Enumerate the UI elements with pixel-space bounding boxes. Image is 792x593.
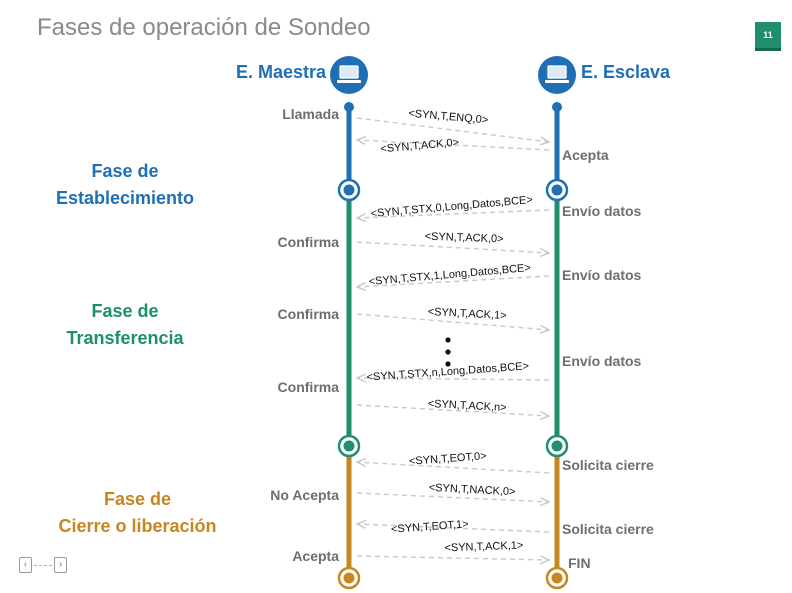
phase-title-line2: Cierre o liberación: [58, 516, 217, 536]
phase-title-line1: Fase de: [91, 161, 159, 181]
phase-node: [337, 178, 361, 202]
phase-node: [545, 434, 569, 458]
computer-icon: [330, 56, 368, 94]
phase-title-line1: Fase de: [103, 489, 172, 509]
slave-event-label: Envío datos: [562, 267, 642, 283]
slave-event-label: Envío datos: [562, 353, 642, 369]
start-node: [344, 102, 354, 112]
phase-title-line2: Transferencia: [66, 328, 184, 348]
message-label: <SYN,T,ACK,0>: [380, 137, 460, 156]
slave-station: E. Esclava: [538, 56, 671, 94]
master-event-label: Llamada: [282, 106, 339, 122]
master-station-label: E. Maestra: [236, 62, 327, 82]
previous-slide-button[interactable]: ‹: [19, 557, 32, 573]
master-event-label: Confirma: [278, 234, 340, 250]
message-label: <SYN,T,EOT,1>: [391, 518, 469, 535]
message-label: <SYN,T,ACK,0>: [424, 231, 503, 246]
master-event-label: No Acepta: [270, 487, 339, 503]
slave-station-label: E. Esclava: [581, 62, 671, 82]
slave-event-label: Acepta: [562, 147, 609, 163]
message-arrow: [356, 556, 549, 560]
phase-node: [545, 566, 569, 590]
phase-title-line1: Fase de: [91, 301, 159, 321]
start-node: [552, 102, 562, 112]
message-label: <SYN,T,STX,1,Long,Datos,BCE>: [368, 262, 531, 288]
phase-title-line2: Establecimiento: [55, 188, 195, 208]
continuation-dots: [445, 337, 451, 367]
phase-label-establishment: Fase de Establecimiento: [20, 158, 230, 212]
page-number-badge: 11: [755, 22, 781, 51]
phase-node: [337, 566, 361, 590]
slide-title: Fases de operación de Sondeo: [37, 14, 371, 41]
phase-node: [545, 178, 569, 202]
slave-event-label: FIN: [568, 555, 591, 571]
message-label: <SYN,T,ENQ,0>: [408, 108, 489, 127]
master-event-label: Confirma: [278, 379, 340, 395]
message-label: <SYN,T,NACK,0>: [428, 482, 515, 499]
nav-divider: [34, 564, 52, 566]
slave-event-label: Solicita cierre: [562, 521, 654, 537]
master-event-label: Confirma: [278, 306, 340, 322]
message-label: <SYN,T,ACK,n>: [427, 398, 506, 414]
next-slide-button[interactable]: ›: [54, 557, 67, 573]
message-label: <SYN,T,ACK,1>: [427, 306, 506, 322]
message-label: <SYN,T,STX,0,Long,Datos,BCE>: [370, 194, 533, 220]
message-label: <SYN,T,EOT,0>: [409, 450, 487, 467]
slide-navigation: ‹ ›: [19, 557, 67, 573]
master-station: E. Maestra: [236, 56, 368, 94]
master-event-label: Acepta: [292, 548, 339, 564]
message-arrow: [356, 241, 549, 253]
slave-event-label: Envío datos: [562, 203, 642, 219]
phase-label-closure: Fase de Cierre o liberación: [20, 486, 255, 540]
phase-label-transfer: Fase de Transferencia: [20, 298, 230, 352]
slave-event-label: Solicita cierre: [562, 457, 654, 473]
phase-node: [337, 434, 361, 458]
computer-icon: [538, 56, 576, 94]
message-label: <SYN,T,ACK,1>: [444, 540, 523, 555]
